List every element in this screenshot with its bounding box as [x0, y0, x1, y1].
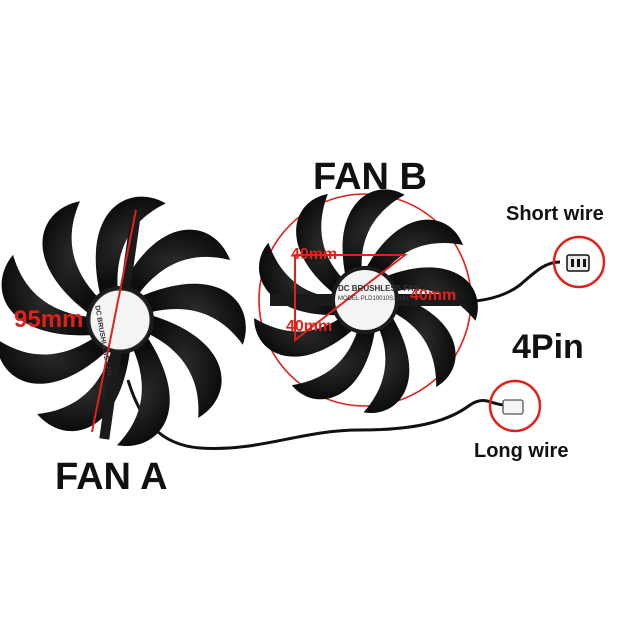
fan-b-side-right-label: 40mm	[410, 287, 457, 304]
fan-b-hub-line1: DC BRUSHLESS FAN	[338, 284, 420, 293]
fan-b-hub-line2: MODEL PLD10010S12HH	[338, 296, 409, 302]
fan-a-title: FAN A	[55, 456, 168, 498]
connector-icon	[552, 235, 606, 289]
long-wire-cable	[126, 379, 506, 450]
long-wire-label: Long wire	[474, 440, 569, 462]
connector-icon	[488, 379, 542, 433]
fan-b-icon	[254, 189, 478, 413]
fan-a-icon	[0, 196, 246, 447]
pin-label: 4Pin	[512, 328, 584, 366]
fan-a-diameter-label: 95mm	[14, 306, 84, 333]
short-wire-label: Short wire	[506, 203, 604, 225]
fan-a-diameter-line	[91, 209, 137, 433]
fan-b-title: FAN B	[313, 156, 427, 198]
fan-b-side-top-label: 40mm	[291, 246, 338, 263]
fan-b-side-bottom-label: 40mm	[286, 318, 333, 335]
